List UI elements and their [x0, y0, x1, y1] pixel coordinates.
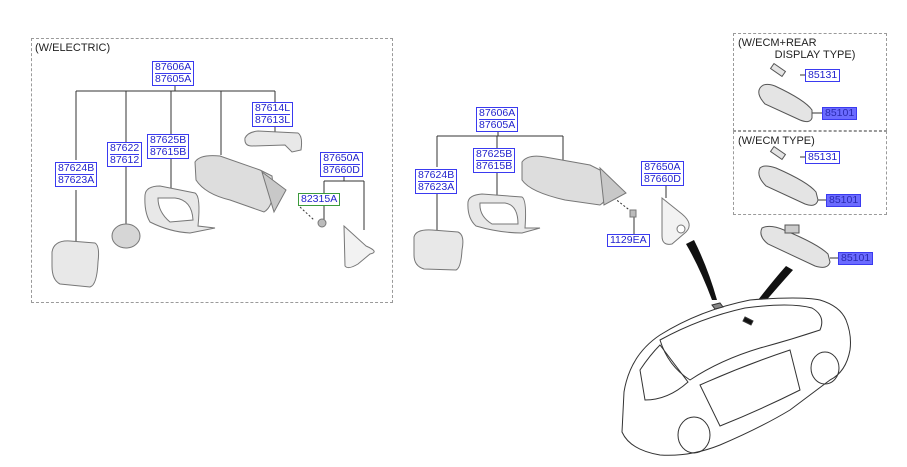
- part-label-cover-ecm-rear[interactable]: 85131: [805, 69, 841, 82]
- group-ecm-caption: (W/ECM TYPE): [738, 135, 815, 147]
- part-label-screw-electric[interactable]: 82315A: [298, 193, 341, 206]
- part-label-mirror-assy-manual[interactable]: 87606A 87605A: [476, 107, 519, 132]
- part-label-inside-mirror[interactable]: 85101: [838, 252, 874, 265]
- part-label-actuator-electric[interactable]: 87622 87612: [107, 142, 143, 167]
- part-label-garnish-manual[interactable]: 87650A 87660D: [641, 161, 684, 186]
- part-label-garnish-electric[interactable]: 87650A 87660D: [320, 152, 363, 177]
- part-label-screw-manual[interactable]: 1129EA: [607, 234, 650, 247]
- group-ecm-rear-display: [733, 33, 887, 131]
- part-label-cover-ecm[interactable]: 85131: [805, 151, 841, 164]
- group-electric-caption: (W/ELECTRIC): [35, 42, 111, 54]
- part-label-mirror-ecm-rear[interactable]: 85101: [822, 107, 858, 120]
- group-ecm: [733, 131, 887, 215]
- part-label-holder-manual[interactable]: 87625B 87615B: [473, 148, 516, 173]
- part-label-holder-electric[interactable]: 87625B 87615B: [147, 134, 190, 159]
- group-electric: [31, 38, 393, 303]
- part-label-mirror-ecm[interactable]: 85101: [826, 194, 862, 207]
- part-label-cover-electric[interactable]: 87624B 87623A: [55, 162, 98, 187]
- group-ecm-rear-caption: (W/ECM+REAR DISPLAY TYPE): [738, 37, 856, 61]
- part-label-mirror-assy-electric[interactable]: 87606A 87605A: [152, 61, 195, 86]
- part-label-cover-manual[interactable]: 87624B 87623A: [415, 169, 458, 194]
- part-label-side-repeater-electric[interactable]: 87614L 87613L: [252, 102, 294, 127]
